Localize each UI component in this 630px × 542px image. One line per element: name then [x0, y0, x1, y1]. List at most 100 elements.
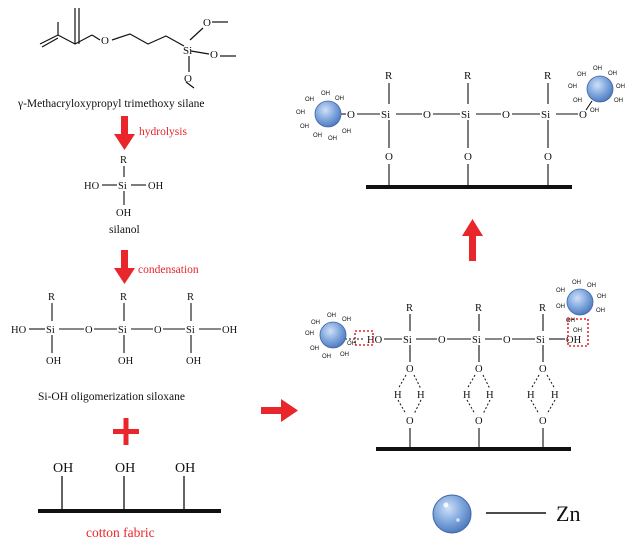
- cotton-fabric-label: cotton fabric: [86, 525, 155, 540]
- svg-text:OH: OH: [222, 325, 238, 336]
- svg-text:OH: OH: [347, 341, 356, 347]
- silane-si-atom: Si: [183, 45, 192, 57]
- svg-text:H: H: [417, 390, 425, 401]
- svg-text:O: O: [464, 151, 472, 163]
- silanol-structure: R HO Si OH OH: [84, 155, 164, 219]
- svg-text:OH: OH: [566, 318, 575, 324]
- svg-text:Si: Si: [403, 335, 412, 346]
- svg-text:O: O: [579, 109, 587, 121]
- svg-text:HO: HO: [11, 325, 27, 336]
- plus-sign: [113, 418, 139, 445]
- svg-text:OH: OH: [340, 352, 349, 358]
- condensation-site-box: [354, 330, 374, 346]
- zn-legend: Zn: [432, 494, 580, 534]
- svg-text:OH: OH: [118, 356, 134, 367]
- svg-text:O: O: [539, 416, 547, 427]
- zn-legend-sphere: [432, 494, 472, 534]
- svg-text:OH: OH: [572, 280, 581, 286]
- svg-text:OH: OH: [53, 461, 73, 476]
- svg-text:OH: OH: [328, 136, 337, 142]
- svg-text:O: O: [475, 364, 483, 375]
- svg-text:OH: OH: [556, 288, 565, 294]
- svg-text:R: R: [475, 303, 482, 314]
- svg-text:O: O: [85, 325, 93, 336]
- silane-name: γ-Methacryloxypropyl trimethoxy silane: [17, 98, 204, 110]
- hydrolysis-arrow: [114, 116, 135, 150]
- svg-text:OH: OH: [566, 335, 582, 346]
- svg-text:O: O: [502, 109, 510, 121]
- svg-text:HO: HO: [367, 335, 383, 346]
- svg-text:OH: OH: [342, 317, 351, 323]
- svg-text:OH: OH: [186, 356, 202, 367]
- svg-text:R: R: [544, 70, 552, 82]
- svg-text:Si: Si: [118, 325, 127, 336]
- svg-text:OH: OH: [300, 124, 309, 130]
- svg-text:OH: OH: [322, 354, 331, 360]
- svg-text:OH: OH: [335, 96, 344, 102]
- condensation-label: condensation: [138, 264, 199, 276]
- svg-text:H: H: [486, 390, 494, 401]
- svg-text:O: O: [539, 364, 547, 375]
- zn-legend-label: Zn: [556, 501, 580, 526]
- svg-text:R: R: [539, 303, 546, 314]
- svg-text:OH: OH: [296, 110, 305, 116]
- svg-text:OH: OH: [614, 98, 623, 104]
- intermediate-structure: R R R HO Si O Si O Si OH O O O H H H H H…: [345, 303, 589, 451]
- svg-text:Si: Si: [118, 181, 127, 192]
- svg-text:H: H: [463, 390, 471, 401]
- reaction-arrow-right: [261, 399, 298, 422]
- condensation-site-box: [567, 318, 589, 347]
- svg-text:OH: OH: [175, 461, 195, 476]
- reaction-arrow-up: [462, 219, 483, 261]
- svg-text:OH: OH: [608, 71, 617, 77]
- svg-text:OH: OH: [616, 84, 625, 90]
- svg-text:O: O: [154, 325, 162, 336]
- svg-text:O: O: [385, 151, 393, 163]
- product-structure: R R R O Si O Si O Si O O O O: [341, 70, 593, 189]
- zn-particle: OH OH OH OH OH OH OH OH: [296, 91, 351, 142]
- svg-text:OH: OH: [342, 129, 351, 135]
- svg-text:Si: Si: [541, 109, 550, 121]
- svg-text:OH: OH: [573, 98, 582, 104]
- silane-methoxy-oxygen: O: [203, 17, 211, 29]
- svg-text:OH: OH: [597, 294, 606, 300]
- svg-text:R: R: [406, 303, 413, 314]
- svg-text:OH: OH: [305, 331, 314, 337]
- svg-text:OH: OH: [148, 181, 164, 192]
- svg-text:OH: OH: [590, 108, 599, 114]
- silane-methoxy-oxygen: O: [210, 49, 218, 61]
- silane-ester-oxygen: O: [101, 35, 109, 47]
- zn-particle: OH OH OH OH OH OH OH OH: [568, 66, 625, 114]
- svg-text:Si: Si: [46, 325, 55, 336]
- svg-text:OH: OH: [305, 97, 314, 103]
- cotton-fabric-structure: OH OH OH: [38, 461, 221, 513]
- oligomer-structure: R R R HO Si O Si O Si OH OH OH OH: [11, 292, 238, 367]
- svg-text:OH: OH: [311, 320, 320, 326]
- svg-text:O: O: [544, 151, 552, 163]
- svg-text:O: O: [406, 416, 414, 427]
- svg-text:OH: OH: [573, 328, 582, 334]
- svg-text:H: H: [527, 390, 535, 401]
- svg-text:OH: OH: [313, 133, 322, 139]
- svg-text:OH: OH: [556, 304, 565, 310]
- hydrolysis-label: hydrolysis: [139, 126, 187, 138]
- svg-text:O: O: [423, 109, 431, 121]
- svg-text:Si: Si: [472, 335, 481, 346]
- svg-text:R: R: [187, 292, 194, 303]
- condensation-arrow: [114, 250, 135, 284]
- zn-particle: OH OH OH OH OH OH OH OH: [556, 280, 606, 334]
- svg-text:OH: OH: [327, 313, 336, 319]
- svg-text:O: O: [438, 335, 446, 346]
- svg-text:Si: Si: [381, 109, 390, 121]
- svg-text:H: H: [394, 390, 402, 401]
- silane-methoxy-oxygen: O: [184, 73, 192, 85]
- svg-text:OH: OH: [593, 66, 602, 72]
- svg-text:HO: HO: [84, 181, 100, 192]
- zn-particle: OH OH OH OH OH OH OH OH: [305, 313, 356, 360]
- svg-text:OH: OH: [568, 84, 577, 90]
- svg-text:OH: OH: [596, 308, 605, 314]
- silanol-label: silanol: [109, 224, 140, 236]
- svg-text:Si: Si: [536, 335, 545, 346]
- svg-text:R: R: [464, 70, 472, 82]
